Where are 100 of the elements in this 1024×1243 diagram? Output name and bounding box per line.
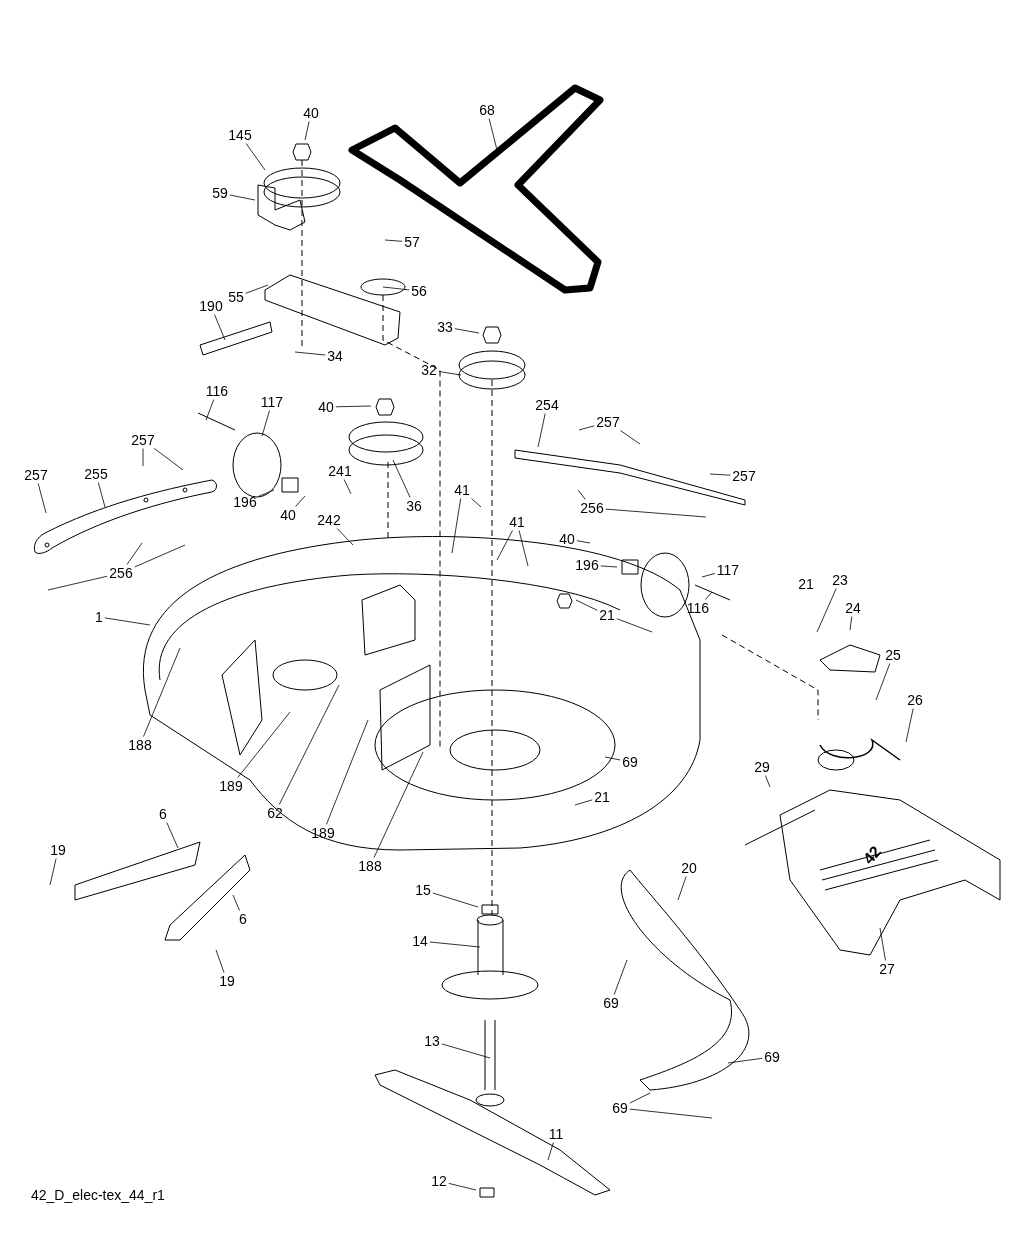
leader-line	[518, 530, 529, 567]
callout-number: 41	[453, 482, 471, 498]
leader-line	[37, 483, 47, 514]
leader-line	[604, 756, 621, 761]
leader-line	[454, 328, 480, 334]
callout-number: 24	[844, 600, 862, 616]
leader-line	[104, 617, 151, 626]
leader-line	[547, 1142, 554, 1161]
leader-line	[575, 599, 598, 611]
leader-line	[229, 194, 256, 201]
leader-line	[258, 489, 275, 497]
leader-line	[578, 425, 595, 431]
leader-line	[295, 495, 306, 507]
leader-line	[701, 573, 716, 578]
callout-number: 20	[680, 860, 698, 876]
leader-line	[205, 399, 215, 421]
callout-number: 13	[423, 1033, 441, 1049]
callout-number: 189	[310, 825, 336, 841]
callout-number: 57	[403, 234, 421, 250]
callout-number: 25	[884, 647, 902, 663]
leader-line	[879, 927, 886, 961]
leader-line	[49, 858, 57, 886]
callout-number: 41	[508, 514, 526, 530]
leader-line	[471, 498, 482, 508]
leader-line	[574, 799, 593, 806]
leader-line	[384, 239, 403, 242]
leader-line	[620, 430, 641, 445]
callout-number: 19	[49, 842, 67, 858]
leader-line	[304, 121, 310, 141]
leader-line	[392, 459, 411, 498]
callout-number: 241	[327, 463, 353, 479]
callout-number: 257	[23, 467, 49, 483]
callout-number: 40	[279, 507, 297, 523]
callout-number: 257	[130, 432, 156, 448]
leader-line	[727, 1057, 763, 1064]
leader-line	[432, 892, 479, 908]
leader-line	[343, 479, 352, 495]
leader-line	[705, 591, 713, 600]
callout-number: 32	[420, 362, 438, 378]
leader-line	[373, 751, 424, 858]
callout-number: 257	[731, 468, 757, 484]
leader-line	[488, 118, 498, 151]
leader-line	[245, 284, 269, 294]
callout-number: 27	[878, 961, 896, 977]
callout-number: 69	[763, 1049, 781, 1065]
callout-number: 1	[94, 609, 104, 625]
leader-line	[448, 1183, 477, 1191]
leader-line	[166, 822, 179, 849]
callout-number: 40	[317, 399, 335, 415]
leader-line	[677, 876, 687, 901]
leader-line	[438, 371, 462, 376]
callout-number: 6	[238, 911, 248, 927]
callout-number: 55	[227, 289, 245, 305]
leader-line	[875, 663, 891, 701]
callout-number: 196	[574, 557, 600, 573]
callout-number: 11	[547, 1126, 565, 1142]
callout-number: 12	[430, 1173, 448, 1189]
leader-line	[905, 708, 914, 743]
leader-line	[576, 540, 591, 544]
callout-number: 69	[621, 754, 639, 770]
callout-number: 117	[715, 562, 741, 578]
callout-number: 257	[595, 414, 621, 430]
embossed-number: 42	[859, 842, 885, 868]
callout-number: 40	[558, 531, 576, 547]
leader-line	[537, 413, 546, 448]
leader-line	[294, 351, 326, 356]
callout-number: 256	[579, 500, 605, 516]
callout-number: 68	[478, 102, 496, 118]
callout-number: 188	[127, 737, 153, 753]
leader-line	[629, 1092, 651, 1104]
leader-line	[496, 530, 513, 561]
leader-line	[605, 508, 707, 518]
callout-number: 21	[797, 576, 815, 592]
callout-number: 189	[218, 778, 244, 794]
leader-line	[97, 482, 106, 508]
callout-number: 14	[411, 933, 429, 949]
callout-number: 40	[302, 105, 320, 121]
leader-line	[451, 498, 462, 554]
callout-number: 145	[227, 127, 253, 143]
callout-number: 69	[602, 995, 620, 1011]
leader-line	[215, 949, 225, 973]
callout-number: 254	[534, 397, 560, 413]
leader-line	[245, 143, 266, 171]
callout-number: 29	[753, 759, 771, 775]
leader-line	[278, 684, 340, 805]
leader-line	[709, 473, 731, 476]
callout-number: 255	[83, 466, 109, 482]
callout-number: 59	[211, 185, 229, 201]
leader-line	[577, 489, 586, 500]
leader-line	[143, 647, 181, 737]
leader-line	[613, 959, 628, 995]
leader-line	[335, 405, 372, 408]
callout-number: 56	[410, 283, 428, 299]
callout-number: 21	[598, 607, 616, 623]
callout-number: 26	[906, 692, 924, 708]
callout-number: 62	[266, 805, 284, 821]
leader-line	[600, 565, 618, 568]
leader-line	[47, 575, 108, 591]
callout-number: 6	[158, 806, 168, 822]
leader-line	[629, 1108, 713, 1119]
